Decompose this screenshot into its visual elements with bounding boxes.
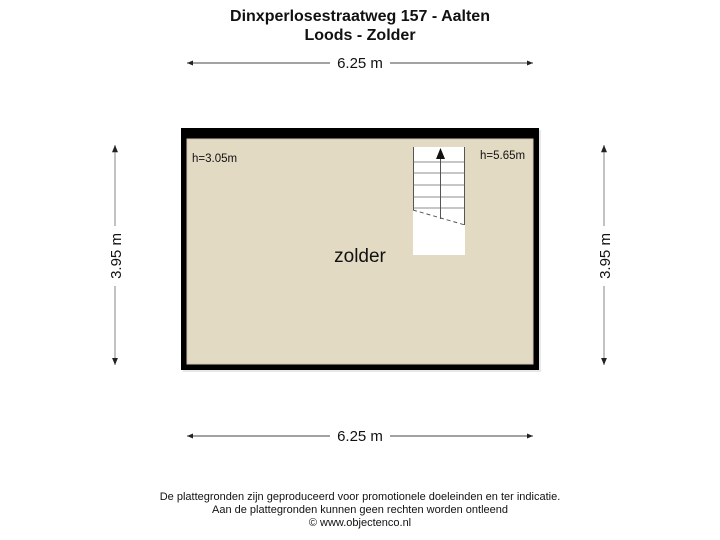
dimension-top-label: 6.25 m	[337, 55, 383, 72]
room-zolder	[181, 128, 541, 372]
dimension-right: 3.95 m	[597, 145, 614, 365]
dimension-left: 3.95 m	[108, 145, 125, 365]
height-label-right: h=5.65m	[480, 150, 525, 162]
stair-up-arrow-icon	[436, 148, 445, 159]
dimension-bottom-label: 6.25 m	[337, 428, 383, 445]
room-label: zolder	[334, 246, 386, 267]
address-title: Dinxperlosestraatweg 157 - Aalten	[230, 8, 490, 25]
copyright-link: © www.objectenco.nl	[308, 517, 412, 529]
dimension-left-label: 3.95 m	[108, 233, 125, 279]
floor-area	[187, 139, 533, 364]
dimension-bottom: 6.25 m	[187, 428, 533, 445]
disclaimer: De plattegronden zijn geproduceerd voor …	[0, 491, 720, 530]
dimension-right-label: 3.95 m	[597, 233, 614, 279]
dimension-top: 6.25 m	[187, 55, 533, 72]
disclaimer-line-1: De plattegronden zijn geproduceerd voor …	[159, 491, 561, 503]
floor-title: Loods - Zolder	[304, 27, 416, 44]
staircase	[412, 147, 466, 255]
disclaimer-line-2: Aan de plattegronden kunnen geen rechten…	[211, 504, 508, 516]
height-label-left: h=3.05m	[192, 153, 237, 165]
